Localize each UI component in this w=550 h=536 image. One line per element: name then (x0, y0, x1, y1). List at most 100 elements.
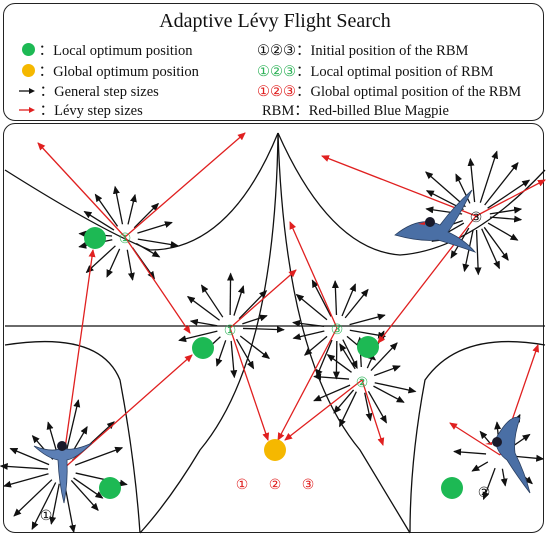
legend-separator: ： (296, 43, 311, 59)
general-step-arrow (201, 284, 224, 318)
general-step-arrow (292, 319, 325, 328)
legend-general-steps: ：General step sizes (18, 83, 159, 101)
diagram-title: Adaptive Lévy Flight Search (159, 10, 391, 32)
general-step-arrow (292, 330, 325, 341)
general-step-arrow (73, 477, 104, 499)
legend-local-optimum-label: Local optimum position (53, 43, 193, 59)
general-step-arrow (471, 461, 489, 472)
general-step-arrow (242, 326, 285, 334)
general-step-arrow (349, 329, 387, 339)
levy-step-arrow (229, 269, 297, 329)
general-step-arrow (483, 226, 509, 261)
general-step-arrow (479, 430, 492, 445)
global-optimal-rbm-1: ① (236, 478, 249, 493)
general-step-arrow (339, 391, 357, 428)
general-step-arrow (489, 206, 523, 215)
initial-rbm-1: ① (40, 509, 53, 524)
general-step-arrow (135, 242, 161, 258)
contour-curve-center-right (277, 132, 411, 534)
general-step-arrow (31, 482, 57, 531)
general-step-arrow (311, 279, 332, 317)
local-optimal-rbm-1: ① (119, 232, 132, 247)
general-step-arrow (481, 228, 500, 270)
legend-separator: ： (38, 43, 54, 59)
local-optimum-dot (441, 477, 463, 499)
levy-step-arrow (277, 327, 338, 441)
initial-marks: ①②③ (257, 43, 296, 59)
legend-levy-steps: ：Lévy step sizes (18, 102, 143, 120)
general-step-arrow (13, 479, 53, 517)
legend-local-optimal-rbm: ①②③：Local optimal position of RBM (257, 63, 493, 81)
general-step-arrow (341, 283, 356, 317)
general-step-arrow (487, 179, 531, 209)
levy-arrow-icon (19, 107, 35, 113)
general-step-arrow (313, 373, 350, 381)
general-step-arrow (500, 468, 508, 487)
general-step-arrow (239, 335, 271, 360)
levy-step-arrow (37, 142, 126, 238)
abbr-rbm: RBM (262, 103, 295, 119)
general-step-arrow (137, 221, 173, 234)
general-step-arrow (133, 202, 160, 229)
global-optimal-rbm-3: ③ (302, 478, 315, 493)
general-step-arrow (364, 392, 373, 422)
legend-abbr-label: Red-billed Blue Magpie (308, 103, 449, 119)
initial-rbm-3: ③ (470, 211, 483, 226)
general-step-arrow (316, 339, 333, 378)
levy-step-arrow (449, 422, 501, 456)
general-step-arrow (462, 229, 474, 273)
general-step-arrow (189, 318, 218, 327)
general-step-arrow (137, 238, 179, 248)
general-step-arrow (295, 293, 328, 321)
general-step-arrow (326, 354, 352, 373)
general-step-arrow (373, 365, 401, 377)
general-step-arrow (367, 390, 387, 424)
global-marks: ①②③ (257, 84, 296, 100)
general-step-arrow (479, 150, 499, 203)
general-step-arrow (487, 222, 519, 241)
global-optimum-dot (264, 439, 286, 461)
local-marks: ①②③ (257, 64, 296, 80)
levy-step-arrow (124, 236, 191, 334)
magpie-bird-icon (485, 416, 531, 494)
levy-step-arrow (289, 221, 338, 329)
legend-levy-steps-label: Lévy step sizes (54, 103, 143, 119)
general-step-arrow (425, 171, 466, 208)
magpie-bird-icon (33, 441, 93, 504)
legend-separator: ： (296, 64, 311, 80)
general-step-arrow (83, 210, 115, 231)
general-step-arrow (482, 467, 496, 501)
general-step-arrow (127, 193, 137, 225)
general-step-arrow (0, 462, 49, 470)
general-step-arrow (453, 448, 487, 456)
general-step-arrow (374, 382, 417, 394)
general-step-arrow (331, 280, 339, 316)
general-step-arrow (484, 162, 519, 206)
magpie-bird-icon (394, 189, 477, 253)
legend-global-label: Global optimal position of the RBM (310, 84, 522, 100)
legend-local-label: Local optimal position of RBM (310, 64, 494, 80)
general-step-arrow (230, 340, 238, 379)
levy-step-arrow (361, 379, 385, 446)
contour-curve-bottom-right (409, 340, 546, 534)
general-step-arrow (303, 335, 328, 356)
levy-step-arrow (124, 132, 246, 238)
general-step-arrow (370, 342, 398, 372)
contour-curve-top-left (4, 132, 279, 251)
local-optimal-rbm-1: ① (224, 324, 237, 339)
general-step-arrow (242, 314, 268, 325)
levy-step-arrow (321, 155, 477, 217)
general-step-arrow (238, 289, 268, 320)
legend-separator: ： (39, 84, 55, 100)
general-step-arrow (313, 384, 351, 402)
levy-step-arrow (229, 327, 270, 441)
legend-separator: ： (38, 64, 54, 80)
general-step-arrow (513, 454, 545, 462)
levy-step-arrow (61, 249, 96, 471)
general-step-arrow (373, 385, 405, 403)
levy-step-arrow (377, 215, 477, 344)
general-arrow-icon (19, 88, 35, 94)
local-optimum-dot (192, 337, 214, 359)
legend-general-steps-label: General step sizes (54, 84, 159, 100)
